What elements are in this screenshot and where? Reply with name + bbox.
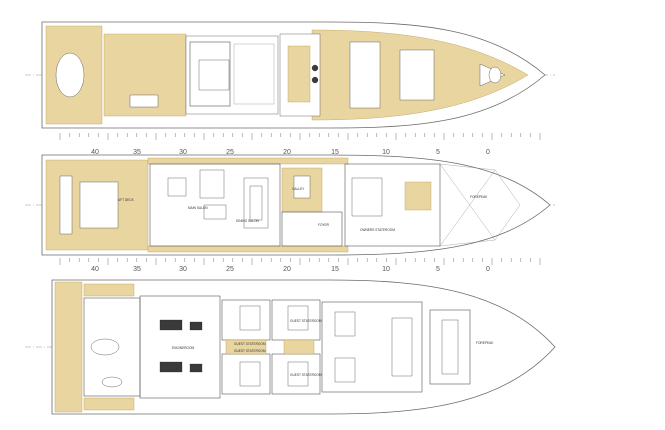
- deck-label: AFT DECK: [118, 198, 135, 202]
- scale-label: 20: [283, 266, 291, 273]
- deck-label: GUEST STATEROOM: [290, 319, 322, 323]
- deck-label: GUEST STATEROOM: [234, 342, 266, 346]
- deck-label: GUEST STATEROOM: [290, 373, 322, 377]
- deck-label: ENGINEROOM: [172, 346, 194, 350]
- deck-label: GALLEY: [292, 187, 305, 191]
- scale-label: 35: [133, 266, 141, 273]
- scale-label: 5: [436, 149, 440, 156]
- scale-label: 25: [226, 149, 234, 156]
- scale-label: 25: [226, 266, 234, 273]
- scale-label: 15: [331, 266, 339, 273]
- scale-label: 40: [91, 149, 99, 156]
- scale-label: 10: [382, 149, 390, 156]
- scale-bar-1: 40 35 30 25 20 15 10 5 0: [59, 133, 541, 156]
- deck-label: FOREPEAK: [476, 341, 494, 345]
- scale-label: 0: [486, 266, 490, 273]
- scale-label: 5: [436, 266, 440, 273]
- lower-deck-plan: ENGINEROOM GUEST STATEROOM GUEST STATERO…: [25, 279, 556, 415]
- deck-label: FOYER: [318, 223, 330, 227]
- scale-label: 30: [179, 266, 187, 273]
- scale-label: 20: [283, 149, 291, 156]
- scale-label: 0: [486, 149, 490, 156]
- scale-label: 15: [331, 149, 339, 156]
- scale-label: 10: [382, 266, 390, 273]
- scale-label: 30: [179, 149, 187, 156]
- scale-label: 35: [133, 149, 141, 156]
- deck-label: OWNERS STATEROOM: [360, 228, 395, 232]
- deck-label: MAIN SALON: [188, 206, 208, 210]
- scale-label: 40: [91, 266, 99, 273]
- deck-label: DINING SALON: [236, 219, 260, 223]
- sun-deck-plan: [25, 21, 555, 129]
- scale-bar-2: 40 35 30 25 20 15 10 5 0: [59, 258, 541, 273]
- main-deck-plan: AFT DECK MAIN SALON DINING SALON GALLEY …: [25, 154, 555, 256]
- deck-label: FOREPEAK: [470, 195, 488, 199]
- deck-label: GUEST STATEROOM: [234, 349, 266, 353]
